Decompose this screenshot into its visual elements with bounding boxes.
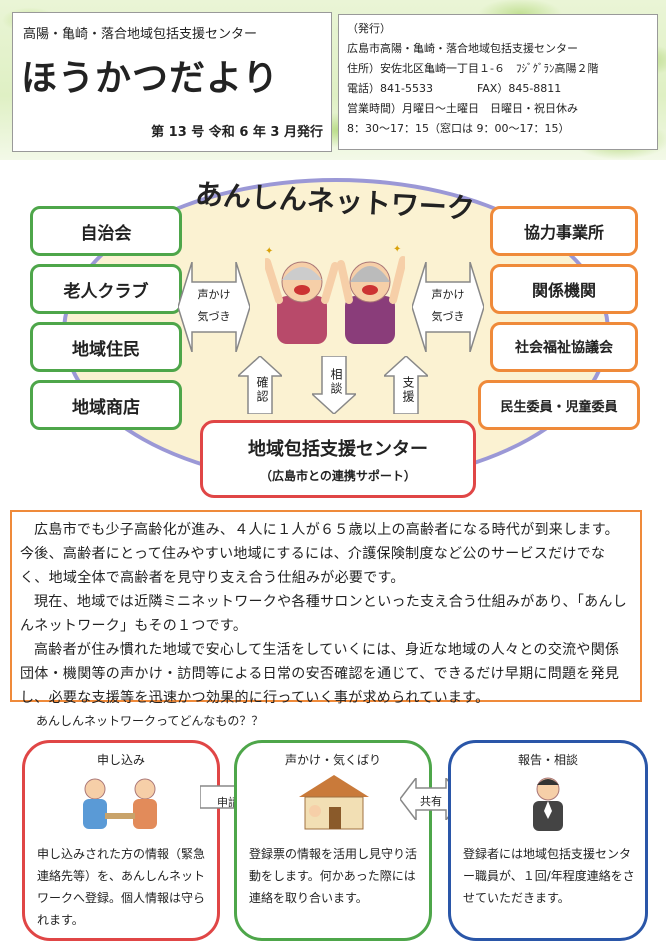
label-shien: 支援 bbox=[401, 376, 415, 404]
label-sodan: 相談 bbox=[329, 368, 343, 396]
right-arrow-label-1: 声かけ bbox=[431, 288, 465, 301]
box-chiiki-jumin: 地域住民 bbox=[30, 322, 182, 372]
step-report-desc: 登録者には地域包括支援センター職員が、１回/年程度連絡をさせていただきます。 bbox=[463, 847, 635, 905]
publisher-org: 広島市高陽・亀崎・落合地域包括支援センター bbox=[347, 42, 578, 55]
elderly-couple-illustration: ✦ ✦ bbox=[265, 244, 405, 344]
box-chiiki-shoten: 地域商店 bbox=[30, 380, 182, 430]
section-question: あんしんネットワークってどんなもの？？ bbox=[36, 714, 264, 728]
arrow-share-label: 共有 bbox=[420, 795, 442, 808]
arrow-share bbox=[400, 778, 462, 820]
hub-subtitle: （広島市との連携サポート） bbox=[260, 469, 416, 483]
box-minsei-iin: 民生委員・児童委員 bbox=[478, 380, 640, 430]
publisher-phone: 電話）841-5533 FAX）845-8811 bbox=[347, 82, 562, 95]
publisher-hours: 営業時間）月曜日～土曜日 日曜日・祝日休み bbox=[347, 102, 578, 115]
intro-paragraph-1: 広島市でも少子高齢化が進み、４人に１人が６５歳以上の高齢者になる時代が到来します… bbox=[20, 522, 619, 586]
hub-center-box: 地域包括支援センター （広島市との連携サポート） bbox=[200, 420, 476, 498]
right-double-arrow bbox=[412, 262, 484, 352]
step-watch-head: 声かけ・気くばり bbox=[284, 753, 381, 767]
step-report-head: 報告・相談 bbox=[517, 753, 578, 767]
masthead: 高陽・亀崎・落合地域包括支援センター ほうかつだより 第 13 号 令和 6 年… bbox=[12, 12, 332, 152]
house-visit-illustration bbox=[299, 775, 369, 830]
step-watch-desc: 登録票の情報を活用し見守り活動をします。何かあった際には連絡を取り合います。 bbox=[249, 847, 418, 905]
box-kyoryoku-jigyosho: 協力事業所 bbox=[490, 206, 638, 256]
intro-paragraph-2: 現在、地域では近隣ミニネットワークや各種サロンといった支え合う仕組みがあり、「あ… bbox=[20, 594, 628, 634]
arrow-apply-label: 申請 bbox=[217, 796, 239, 809]
left-arrow-label-2: 気づき bbox=[197, 310, 231, 323]
hub-name: 地域包括支援センター bbox=[248, 439, 428, 460]
publisher-times: 8：30～17：15（窓口は 9：00～17：15） bbox=[347, 122, 570, 135]
publisher-address: 住所）安佐北区亀崎一丁目１-６ ﾌｼﾞｸﾞﾗﾝ高陽２階 bbox=[347, 62, 599, 75]
down-arrow-sodan bbox=[312, 356, 356, 414]
flow-step-apply: 申し込み 申し込みされた方の情報（緊急連絡先等）を、あんしんネットワークへ登録。… bbox=[22, 740, 220, 941]
flow-step-report: 報告・相談 登録者には地域包括支援センター職員が、１回/年程度連絡をさせていただ… bbox=[448, 740, 648, 941]
step-apply-desc: 申し込みされた方の情報（緊急連絡先等）を、あんしんネットワークへ登録。個人情報は… bbox=[37, 847, 206, 927]
box-rojin-club: 老人クラブ bbox=[30, 264, 182, 314]
intro-textbox: 広島市でも少子高齢化が進み、４人に１人が６５歳以上の高齢者になる時代が到来します… bbox=[10, 510, 642, 706]
issue-info: 第 13 号 令和 6 年 3 月発行 bbox=[151, 125, 323, 140]
up-arrow-shien bbox=[384, 356, 428, 414]
up-arrow-kakunin bbox=[238, 356, 282, 414]
intro-paragraph-3: 高齢者が住み慣れた地域で安心して生活をしていくには、身近な地域の人々との交流や関… bbox=[20, 642, 620, 706]
staff-illustration bbox=[533, 777, 563, 831]
publisher-label: （発行） bbox=[347, 22, 391, 35]
box-shakai-fukushi: 社会福祉協議会 bbox=[490, 322, 638, 372]
right-arrow-label-2: 気づき bbox=[431, 310, 465, 323]
left-double-arrow bbox=[178, 262, 250, 352]
box-jichikai: 自治会 bbox=[30, 206, 182, 256]
step-apply-head: 申し込み bbox=[96, 753, 145, 767]
label-kakunin: 確認 bbox=[255, 376, 269, 404]
box-kankei-kikan: 関係機関 bbox=[490, 264, 638, 314]
publisher-box: （発行） 広島市高陽・亀崎・落合地域包括支援センター 住所）安佐北区亀崎一丁目１… bbox=[338, 14, 658, 150]
svg-text:✦: ✦ bbox=[265, 246, 273, 257]
consultation-illustration bbox=[83, 778, 157, 829]
left-arrow-label-1: 声かけ bbox=[197, 288, 231, 301]
newsletter-title: ほうかつだより bbox=[21, 58, 280, 99]
svg-text:✦: ✦ bbox=[393, 244, 401, 255]
center-name: 高陽・亀崎・落合地域包括支援センター bbox=[23, 27, 258, 42]
flow-step-watch: 声かけ・気くばり 登録票の情報を活用し見守り活動をします。何かあった際には連絡を… bbox=[234, 740, 432, 941]
